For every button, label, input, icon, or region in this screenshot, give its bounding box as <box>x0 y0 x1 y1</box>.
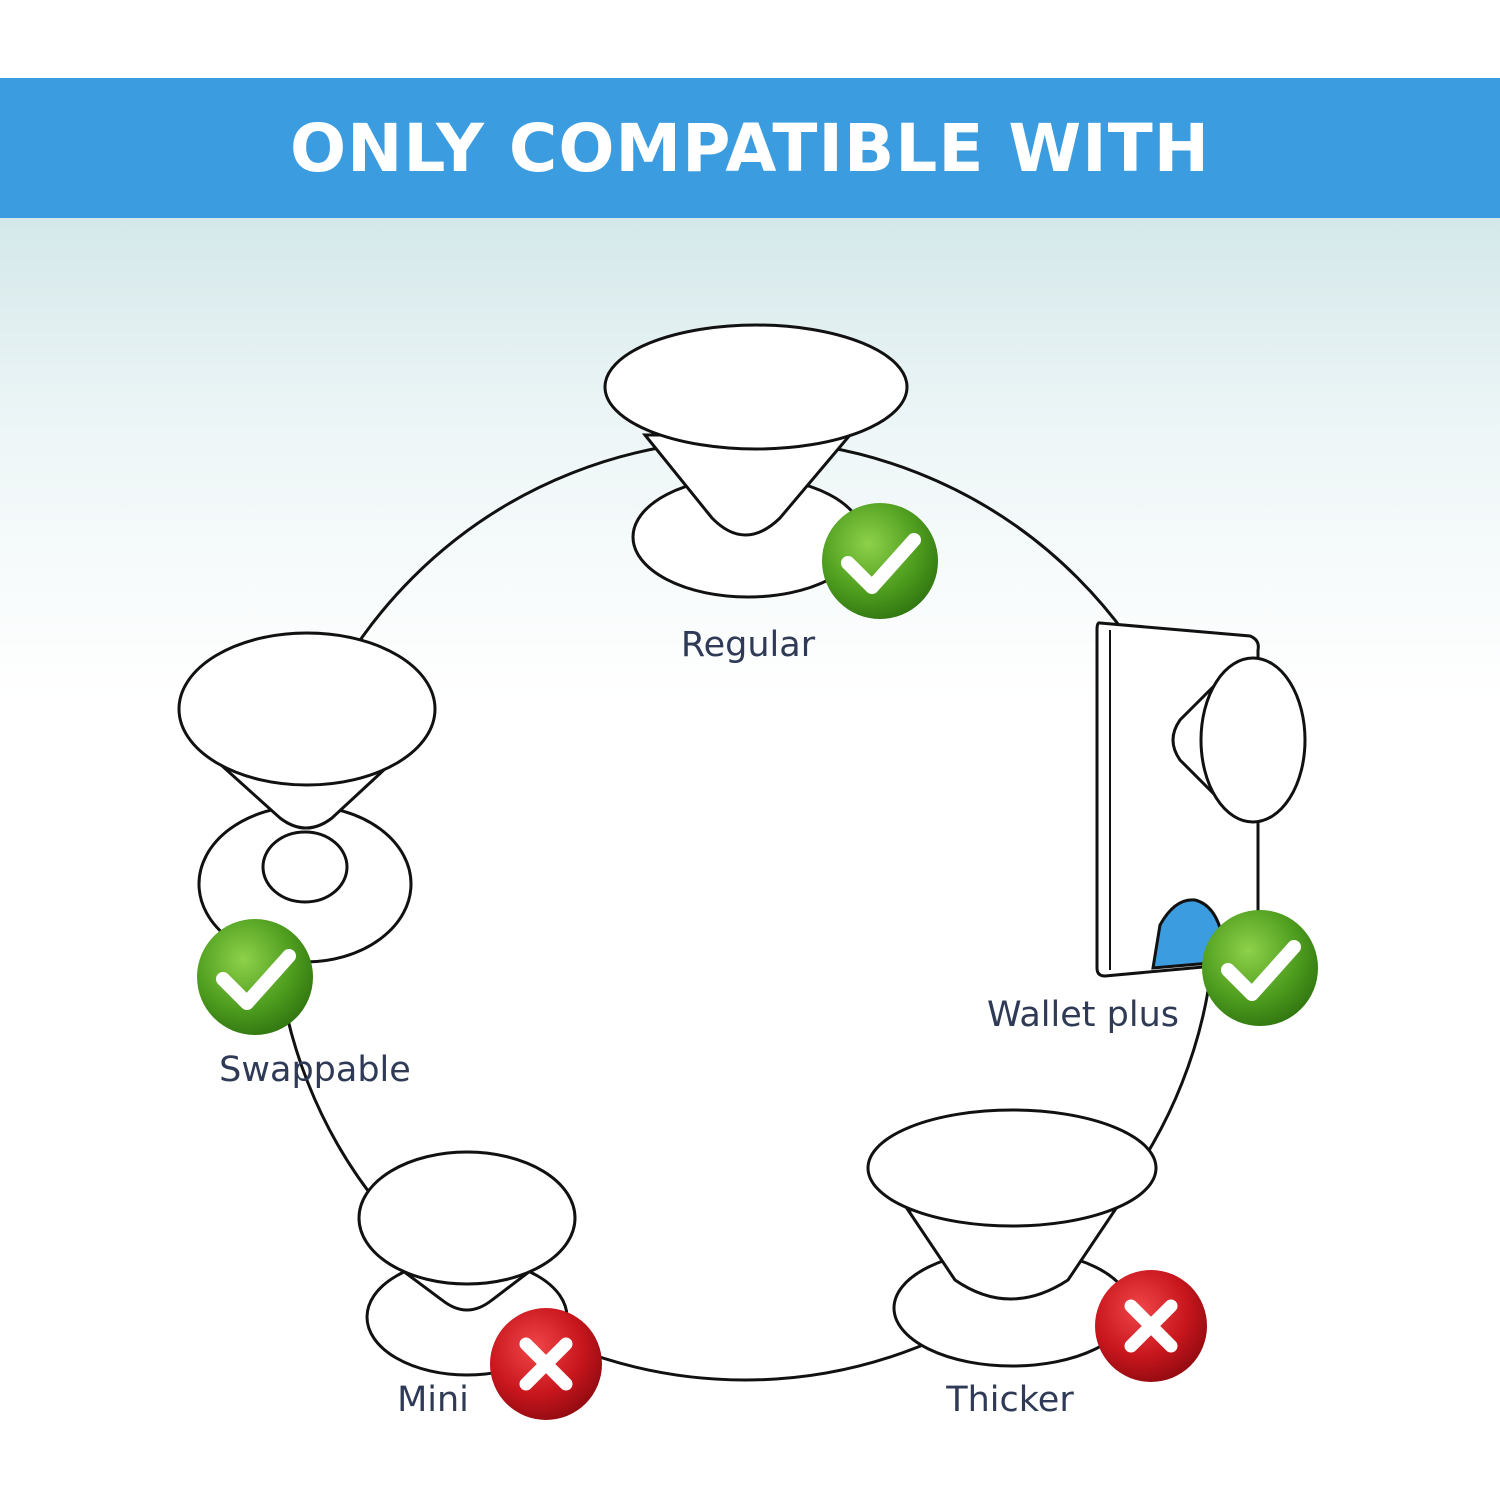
mini-grip <box>357 1150 577 1377</box>
label-regular: Regular <box>681 625 816 665</box>
label-swappable: Swappable <box>219 1050 411 1090</box>
check-icon <box>822 503 938 619</box>
label-thicker: Thicker <box>945 1380 1074 1420</box>
check-icon <box>1202 910 1318 1026</box>
label-wallet-plus: Wallet plus <box>987 995 1179 1035</box>
banner-title: ONLY COMPATIBLE WITH <box>290 109 1210 187</box>
label-mini: Mini <box>397 1380 469 1420</box>
thicker-grip <box>866 1108 1158 1368</box>
title-banner: ONLY COMPATIBLE WITH <box>0 78 1500 218</box>
cross-icon <box>490 1308 602 1420</box>
swappable-grip <box>177 631 437 964</box>
cross-icon <box>1095 1270 1207 1382</box>
check-icon <box>197 919 313 1035</box>
